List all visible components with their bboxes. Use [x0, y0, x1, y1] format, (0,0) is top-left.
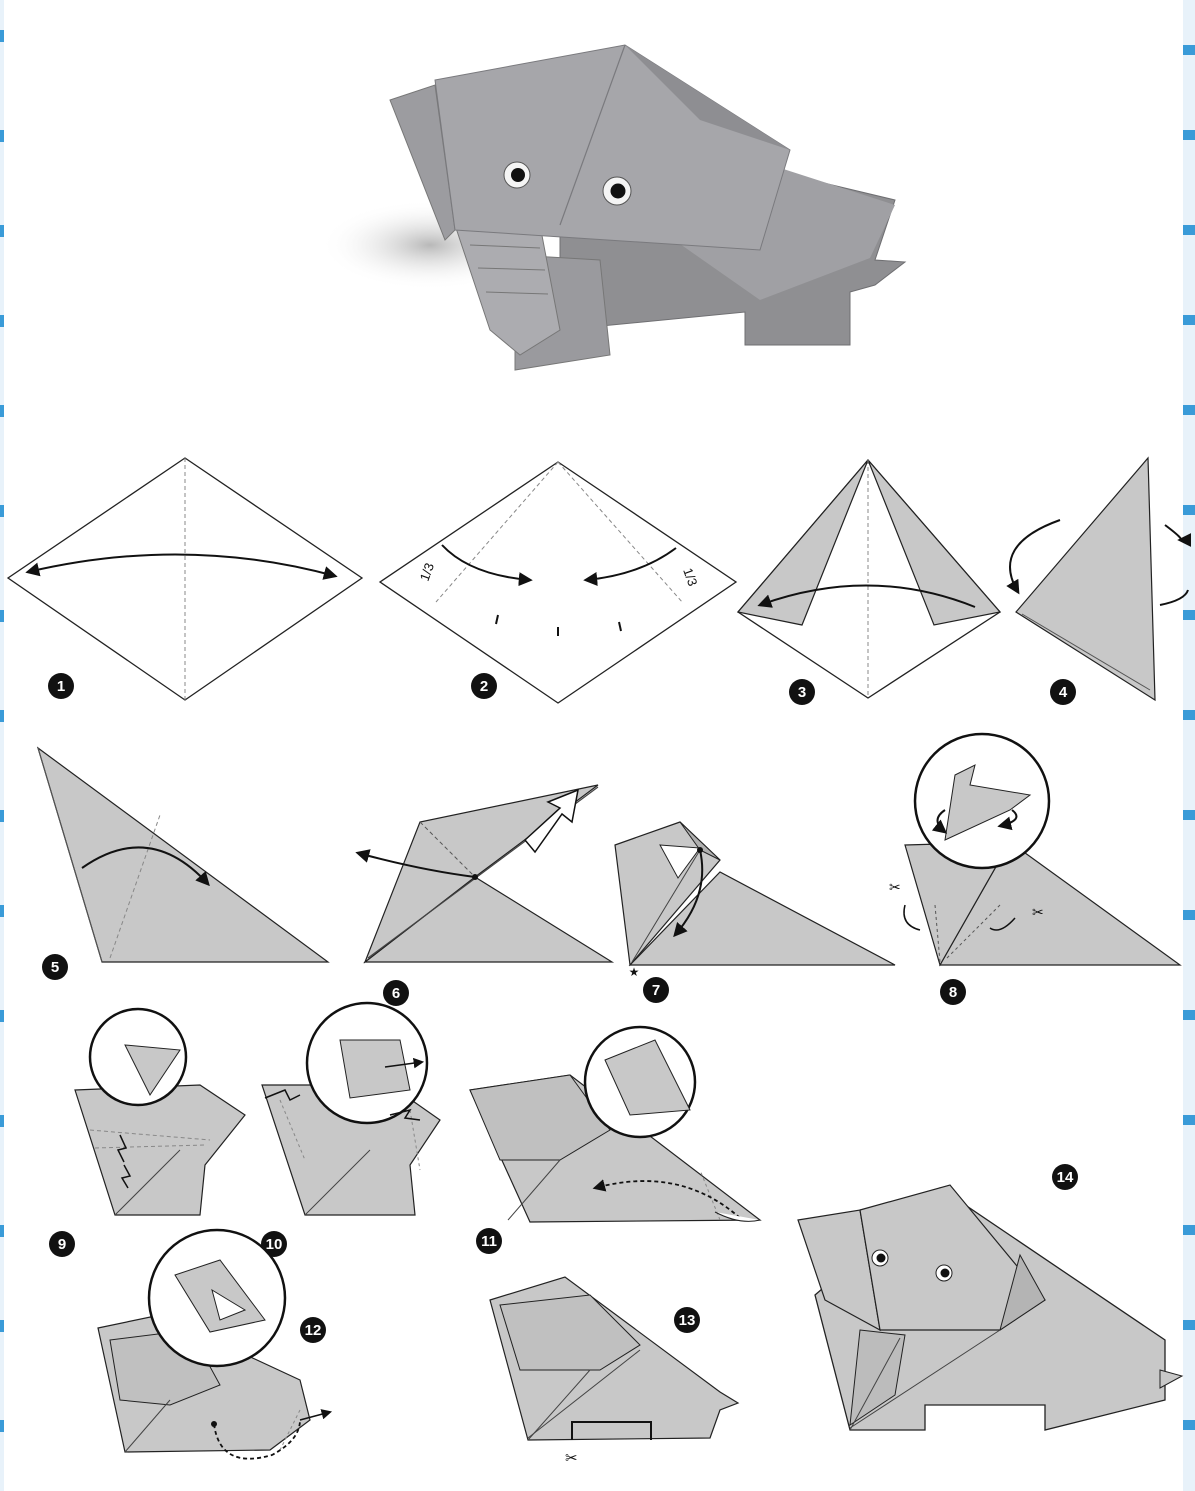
step-11-diagram	[470, 1027, 760, 1222]
step-2-diagram: 1/3 1/3	[380, 462, 736, 703]
svg-text:5: 5	[51, 959, 59, 976]
scissors-icon: ✂	[1032, 904, 1044, 920]
step-badge-5: 5	[42, 954, 68, 980]
scissors-icon: ✂	[565, 1450, 578, 1467]
svg-text:4: 4	[1059, 684, 1068, 701]
step-13-diagram: ✂	[490, 1277, 738, 1467]
step-3-diagram	[738, 460, 1000, 698]
svg-text:11: 11	[481, 1233, 497, 1250]
step-5-diagram	[38, 748, 328, 962]
svg-text:12: 12	[305, 1322, 322, 1339]
star-mark: ★	[629, 965, 640, 979]
step-badge-13: 13	[674, 1307, 700, 1333]
step-badge-6: 6	[383, 980, 409, 1006]
step-7-diagram: ★	[615, 822, 895, 979]
svg-text:1: 1	[57, 678, 65, 695]
svg-text:8: 8	[949, 984, 957, 1001]
step-badge-2: 2	[471, 673, 497, 699]
step-badge-14: 14	[1052, 1164, 1078, 1190]
svg-text:14: 14	[1057, 1169, 1074, 1186]
step-badge-12: 12	[300, 1317, 326, 1343]
step-6-diagram	[358, 785, 612, 962]
svg-text:7: 7	[652, 982, 660, 999]
step-4-diagram	[1010, 458, 1188, 700]
step-badge-1: 1	[48, 673, 74, 699]
step-14-diagram	[798, 1185, 1182, 1430]
svg-text:3: 3	[798, 684, 806, 701]
step-badge-11: 11	[476, 1228, 502, 1254]
step-12-diagram	[98, 1230, 330, 1459]
step-8-diagram: ✂ ✂	[889, 734, 1180, 965]
svg-text:2: 2	[480, 678, 488, 695]
step-badge-3: 3	[789, 679, 815, 705]
step-10-diagram	[262, 1003, 440, 1215]
step-badge-4: 4	[1050, 679, 1076, 705]
svg-text:6: 6	[392, 985, 400, 1002]
finished-elephant-photo	[320, 45, 905, 370]
scissors-icon: ✂	[889, 879, 901, 895]
svg-text:9: 9	[58, 1236, 66, 1253]
svg-text:10: 10	[266, 1236, 283, 1253]
svg-text:13: 13	[679, 1312, 696, 1329]
step-badge-8: 8	[940, 979, 966, 1005]
step-badge-7: 7	[643, 977, 669, 1003]
step-badge-9: 9	[49, 1231, 75, 1257]
step-9-diagram	[75, 1009, 245, 1215]
step-1-diagram	[8, 458, 362, 700]
